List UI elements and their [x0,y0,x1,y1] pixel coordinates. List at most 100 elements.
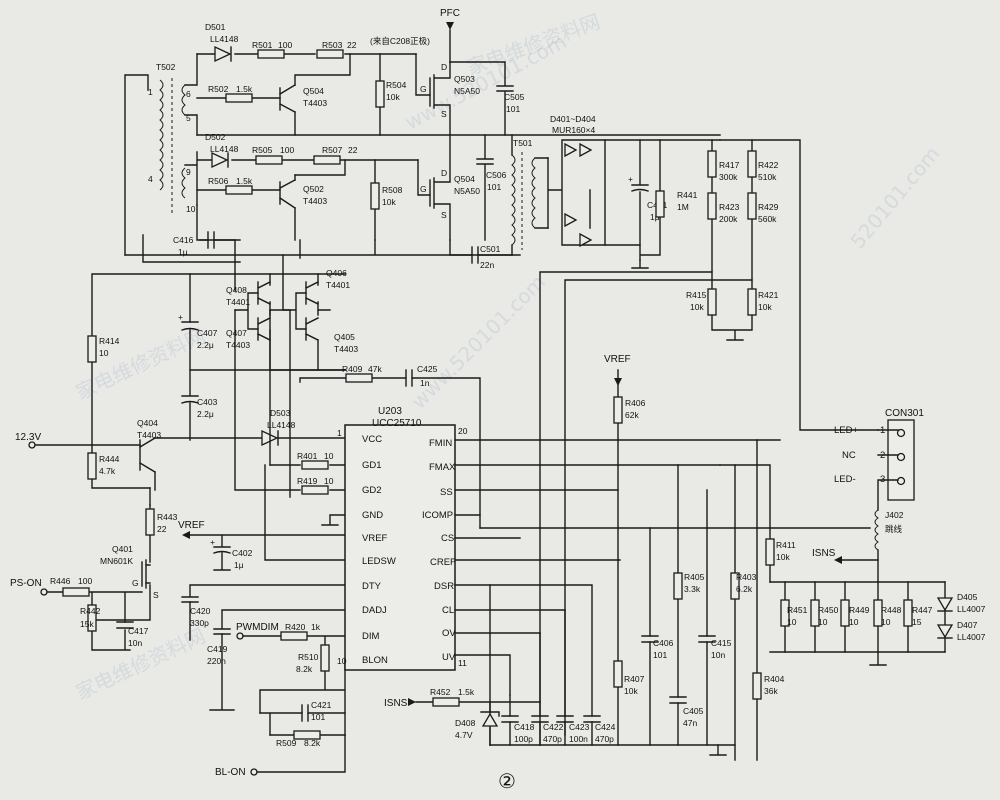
R411-value: 10k [776,552,790,562]
wire [305,297,319,305]
Q502-ref: Q502 [303,184,324,194]
Q504b-value: N5A50 [454,186,480,196]
C420-ref: C420 [190,606,211,616]
diode-symbol [936,624,954,639]
pfc-arrow-icon [446,22,454,30]
gate-pin-label: G [420,84,427,94]
D401-ref: D401~D404 [550,114,596,124]
Q405-ref: Q405 [334,332,355,342]
R443-value: 22 [157,524,167,534]
resistor-symbol [320,644,330,672]
Q504a-value: T4403 [303,98,327,108]
Q408-ref: Q408 [226,285,247,295]
wire [184,53,198,136]
wire [719,139,879,431]
R449-ref: R449 [849,605,870,615]
R446-ref: R446 [50,576,71,586]
net-label-vref: VREF [178,520,205,531]
R444-ref: R444 [99,454,120,464]
ic-pin-number: 20 [458,426,468,436]
net-label-vref: VREF [604,354,631,365]
ic-pin-label: ICOMP [422,510,453,521]
C421-ref: C421 [311,700,332,710]
wire [34,444,151,489]
wire [259,712,346,736]
ic-pin-label: CREF [430,557,456,568]
source-pin-label: S [441,109,447,119]
Q503-value: N5A50 [454,86,480,96]
terminal-icon [236,632,244,640]
R503-value: 22 [347,40,357,50]
wire [257,281,271,289]
R407-value: 10k [624,686,638,696]
ic-ref: U203 [378,406,402,417]
wire [142,234,241,263]
wire [877,429,899,511]
wire [189,584,346,641]
C505-ref: C505 [504,92,525,102]
resistor-symbol [301,460,329,470]
net-label-pfc: PFC [440,8,460,19]
D407-ref: D407 [957,620,978,630]
transformer-winding [181,167,186,199]
C416-ref: C416 [173,235,194,245]
wire [415,53,451,136]
R406-value: 62k [625,410,639,420]
T502-ref: T502 [156,62,176,72]
connector-pin-label: LED+ [834,425,858,436]
C418-ref: C418 [514,722,535,732]
wire [711,139,753,341]
resistor-symbol [313,155,341,165]
C501-value: 22n [480,260,494,270]
R446-value: 100 [78,576,92,586]
R509-value: 8.2k [304,738,321,748]
C403-value: 2.2μ [197,409,214,419]
C405-value: 47n [683,718,697,728]
D405-value: LL4007 [957,604,986,614]
gate-pin-label: G [132,578,139,588]
terminal-icon [250,768,258,776]
R423-ref: R423 [719,202,740,212]
drain-pin-label: D [441,168,447,178]
Q502-value: T4403 [303,196,327,206]
R502-value: 1.5k [236,84,253,94]
ic-pin-label: DTY [362,581,382,592]
R406-ref: R406 [625,398,646,408]
wire [124,204,521,259]
C501-ref: C501 [480,244,501,254]
R415-value: 10k [690,302,704,312]
connector-pin-label: NC [842,450,856,461]
ic-pin-label: CL [442,605,454,616]
wire [604,139,721,246]
R447-ref: R447 [912,605,933,615]
wire [489,584,593,746]
Q405-value: T4403 [334,344,358,354]
R501-value: 100 [278,40,292,50]
wire [784,581,909,653]
wire [454,439,871,746]
arrow-right-icon [408,698,416,706]
watermark-text: www.520101.com [407,270,551,414]
transformer-winding [531,157,536,229]
C417-value: 10n [128,638,142,648]
Q404-value: T4403 [137,430,161,440]
connector-pin-icon [896,428,906,438]
R502-ref: R502 [208,84,229,94]
C423-value: 100n [569,734,588,744]
C405-ref: C405 [683,706,704,716]
wire [480,711,500,717]
ic-pin-label: FMIN [429,438,452,449]
wire [234,309,346,491]
wire [234,292,291,498]
D408-ref: D408 [455,718,476,728]
C407-value: 2.2μ [197,340,214,350]
ic-right-pins: FMIN FMAX SS ICOMP CS CREF DSR CL OV UV [422,438,456,663]
R506-value: 1.5k [236,176,253,186]
resistor-symbol [903,599,913,627]
Q408-value: T4401 [226,297,250,307]
C506-value: 101 [487,182,501,192]
wire [242,635,346,736]
wire [547,139,606,246]
R422-ref: R422 [758,160,779,170]
ic-pin-label: GND [362,510,383,521]
